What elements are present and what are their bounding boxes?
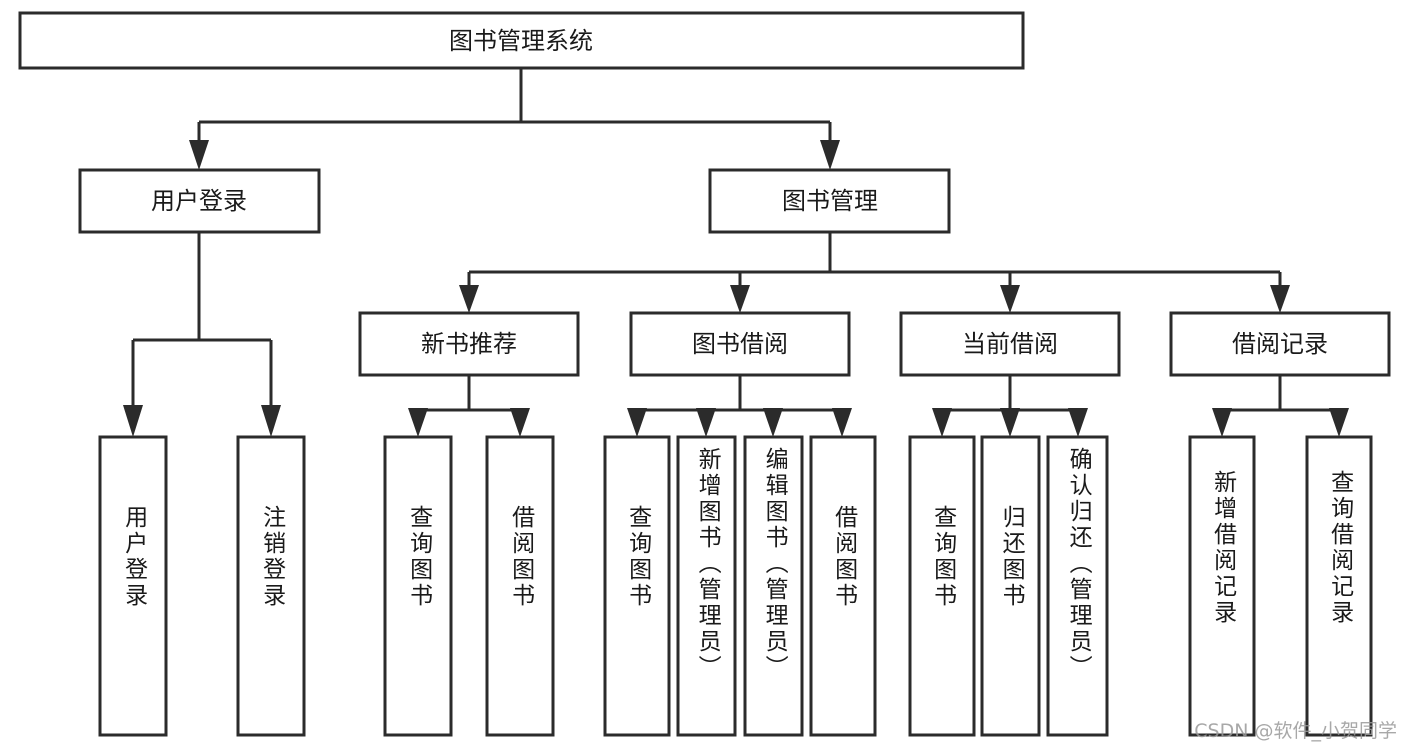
- leaf-box-borrow-record-1[interactable]: [1305, 435, 1373, 737]
- node-root[interactable]: 图书管理系统: [18, 11, 1025, 70]
- arrow-book-mgmt-to-book-borrow: [730, 285, 750, 313]
- leaf-box-new-book-0[interactable]: [383, 435, 453, 737]
- node-user-login-label: 用户登录: [151, 187, 247, 215]
- connector-group-book-borrow: [627, 375, 852, 437]
- node-user-login[interactable]: 用户登录: [78, 168, 321, 234]
- leaf-box-current-borrow-1[interactable]: [980, 435, 1041, 737]
- csdn-watermark: CSDN @软件_小贺同学: [1194, 720, 1397, 742]
- node-borrow-record[interactable]: 借阅记录: [1169, 311, 1391, 377]
- leaf-box-user-login-0[interactable]: [98, 435, 168, 737]
- arrow-new-book-leaf-0: [408, 408, 428, 437]
- node-current-borrow[interactable]: 当前借阅: [899, 311, 1121, 377]
- connector-group-book-mgmt: [459, 232, 1290, 313]
- arrow-new-book-leaf-1: [510, 408, 530, 437]
- leaf-box-current-borrow-2[interactable]: [1046, 435, 1109, 737]
- leaf-box-new-book-1[interactable]: [485, 435, 555, 737]
- arrow-book-mgmt-to-new-book: [459, 285, 479, 313]
- connector-group-user-login: [123, 232, 281, 437]
- node-root-label: 图书管理系统: [449, 27, 593, 55]
- connector-group-root: [189, 68, 840, 170]
- node-new-book-recommend-label: 新书推荐: [421, 330, 517, 358]
- connector-group-current-borrow: [932, 375, 1088, 437]
- leaf-box-current-borrow-0[interactable]: [908, 435, 976, 737]
- connector-group-borrow-record: [1212, 375, 1349, 437]
- arrow-root-to-book-mgmt: [820, 140, 840, 170]
- node-new-book-recommend-box[interactable]: [358, 311, 580, 377]
- arrow-user-login-leaf-0: [123, 405, 143, 437]
- arrow-book-mgmt-to-current-borrow: [1000, 285, 1020, 313]
- leaf-box-book-borrow-3[interactable]: [809, 435, 877, 737]
- node-book-borrow[interactable]: 图书借阅: [629, 311, 851, 377]
- arrow-book-borrow-leaf-0: [627, 408, 647, 437]
- arrow-book-borrow-leaf-3: [832, 408, 852, 437]
- arrow-current-borrow-leaf-2: [1068, 408, 1088, 437]
- arrow-book-borrow-leaf-1: [696, 408, 716, 437]
- leaf-box-borrow-record-0[interactable]: [1188, 435, 1256, 737]
- node-root-box[interactable]: [18, 11, 1025, 70]
- connector-group-new-book: [408, 375, 530, 437]
- arrow-current-borrow-leaf-1: [1000, 408, 1020, 437]
- node-current-borrow-label: 当前借阅: [962, 330, 1058, 358]
- leaf-box-book-borrow-2[interactable]: [743, 435, 804, 737]
- leaf-box-user-login-1[interactable]: [236, 435, 306, 737]
- node-user-login-box[interactable]: [78, 168, 321, 234]
- arrow-book-mgmt-to-borrow-record: [1270, 285, 1290, 313]
- node-book-management[interactable]: 图书管理: [708, 168, 951, 234]
- arrow-user-login-leaf-1: [261, 405, 281, 437]
- arrow-borrow-record-leaf-1: [1329, 408, 1349, 437]
- arrow-book-borrow-leaf-2: [763, 408, 783, 437]
- leaf-box-book-borrow-0[interactable]: [603, 435, 671, 737]
- arrow-root-to-user-login: [189, 140, 209, 170]
- node-new-book-recommend[interactable]: 新书推荐: [358, 311, 580, 377]
- node-current-borrow-box[interactable]: [899, 311, 1121, 377]
- node-book-borrow-label: 图书借阅: [692, 330, 788, 358]
- node-borrow-record-box[interactable]: [1169, 311, 1391, 377]
- node-book-borrow-box[interactable]: [629, 311, 851, 377]
- node-book-management-label: 图书管理: [782, 187, 878, 215]
- arrow-current-borrow-leaf-0: [932, 408, 952, 437]
- leaf-box-book-borrow-1[interactable]: [676, 435, 737, 737]
- node-borrow-record-label: 借阅记录: [1232, 330, 1328, 358]
- node-book-management-box[interactable]: [708, 168, 951, 234]
- arrow-borrow-record-leaf-0: [1212, 408, 1232, 437]
